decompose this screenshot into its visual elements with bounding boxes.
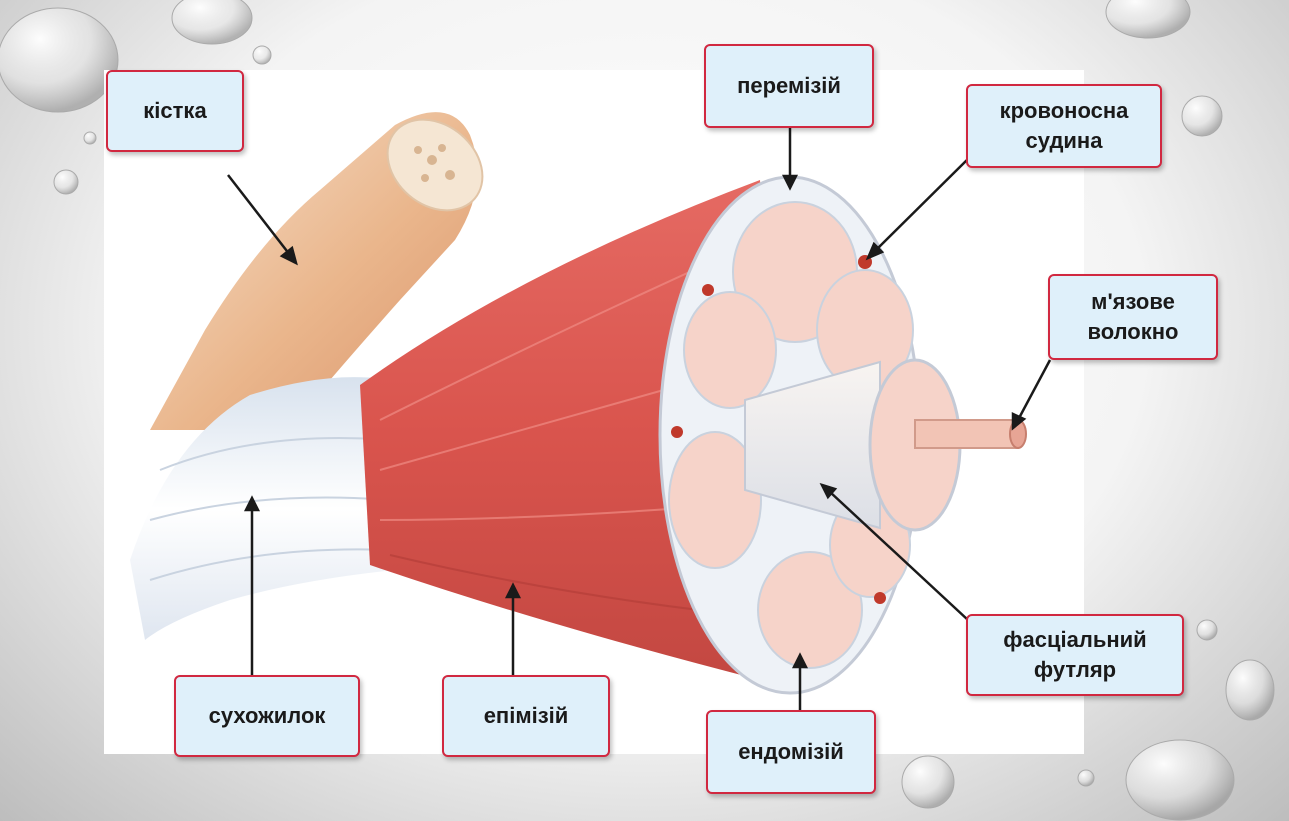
arrow-muscle-fiber	[1013, 360, 1050, 428]
label-bone: кістка	[106, 70, 244, 152]
label-perimysium: перемізій	[704, 44, 874, 128]
label-tendon: сухожилок	[174, 675, 360, 757]
fascicle	[684, 292, 776, 408]
arrow-perimysium	[784, 128, 796, 188]
label-muscle-fiber: м'язове волокно	[1048, 274, 1218, 360]
label-blood-vessel: кровоносна судина	[966, 84, 1162, 168]
label-epimysium: епімізій	[442, 675, 610, 757]
label-fascial-sheath: фасціальний футляр	[966, 614, 1184, 696]
blood-vessel-dot	[671, 426, 683, 438]
label-endomysium: ендомізій	[706, 710, 876, 794]
blood-vessel-dot	[702, 284, 714, 296]
arrow-blood-vessel	[868, 155, 972, 258]
blood-vessel-dot	[874, 592, 886, 604]
